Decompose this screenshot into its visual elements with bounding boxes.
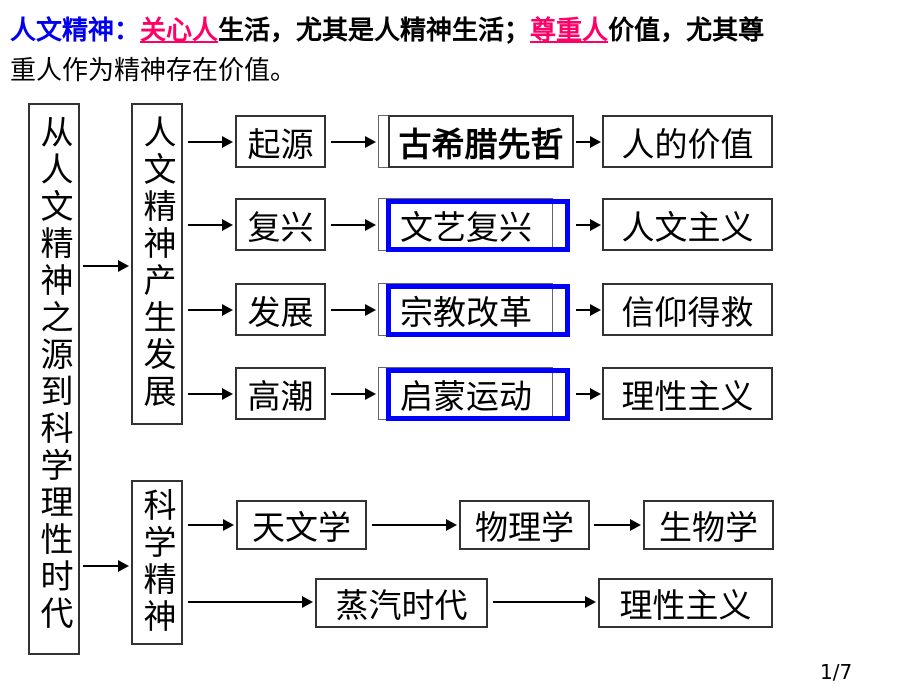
event-box: 启蒙运动 — [400, 376, 532, 416]
result-box: 人的价值 — [602, 115, 773, 168]
humanism-box: 人文精神产生发展 — [131, 103, 183, 425]
highlight-frame — [386, 199, 570, 252]
event-box: 古希腊先哲 — [388, 115, 574, 168]
event-box: 文艺复兴 — [400, 207, 532, 247]
event-frame — [378, 198, 553, 251]
arrow — [576, 388, 601, 400]
result-box: 理性主义 — [602, 367, 773, 420]
text: 价值，尤其尊 — [608, 16, 765, 46]
stage-box: 发展 — [235, 283, 326, 336]
arrow — [188, 219, 233, 231]
source-box-label: 从人文精神之源到科学理性时代 — [35, 115, 74, 633]
arrow — [83, 560, 129, 572]
arrow — [594, 519, 641, 531]
highlight-frame — [386, 284, 570, 337]
arrow — [576, 304, 601, 316]
page-number: 1/7 — [820, 660, 853, 684]
arrow — [331, 304, 376, 316]
arrow — [372, 519, 457, 531]
stage-box: 复兴 — [235, 198, 326, 251]
arrow — [188, 519, 234, 531]
physics-box: 物理学 — [459, 500, 590, 550]
event-box: 宗教改革 — [400, 292, 532, 332]
arrow — [83, 260, 129, 272]
science-spirit-box-label: 科学精神 — [138, 488, 177, 636]
definition-line-2: 重人作为精神存在价值。 — [10, 56, 297, 86]
stage-box: 高潮 — [235, 367, 326, 420]
result-box: 信仰得救 — [602, 283, 773, 336]
highlight-care: 关心人 — [140, 16, 219, 46]
arrow — [576, 136, 601, 148]
arrow — [188, 304, 233, 316]
arrow — [493, 596, 596, 608]
event-frame — [378, 283, 553, 336]
arrow — [188, 596, 313, 608]
highlight-respect: 尊重人 — [530, 16, 609, 46]
astronomy-box: 天文学 — [236, 500, 367, 550]
humanism-box-label: 人文精神产生发展 — [138, 115, 177, 411]
rationalism-box: 理性主义 — [598, 578, 773, 628]
arrow — [188, 136, 233, 148]
definition-line-1: 人文精神：关心人生活，尤其是人精神生活；尊重人价值，尤其尊 — [10, 14, 764, 48]
result-box: 人文主义 — [602, 198, 773, 251]
science-spirit-box: 科学精神 — [131, 480, 183, 645]
arrow — [188, 388, 233, 400]
source-box: 从人文精神之源到科学理性时代 — [28, 103, 80, 655]
stage-box: 起源 — [235, 115, 326, 168]
highlight-frame — [386, 368, 570, 421]
arrow — [331, 388, 376, 400]
term: 人文精神： — [10, 16, 141, 46]
text: 生活，尤其是人精神生活； — [218, 16, 531, 46]
arrow — [331, 219, 376, 231]
arrow — [576, 219, 601, 231]
biology-box: 生物学 — [643, 500, 774, 550]
steam-age-box: 蒸汽时代 — [315, 578, 488, 628]
arrow — [331, 136, 376, 148]
